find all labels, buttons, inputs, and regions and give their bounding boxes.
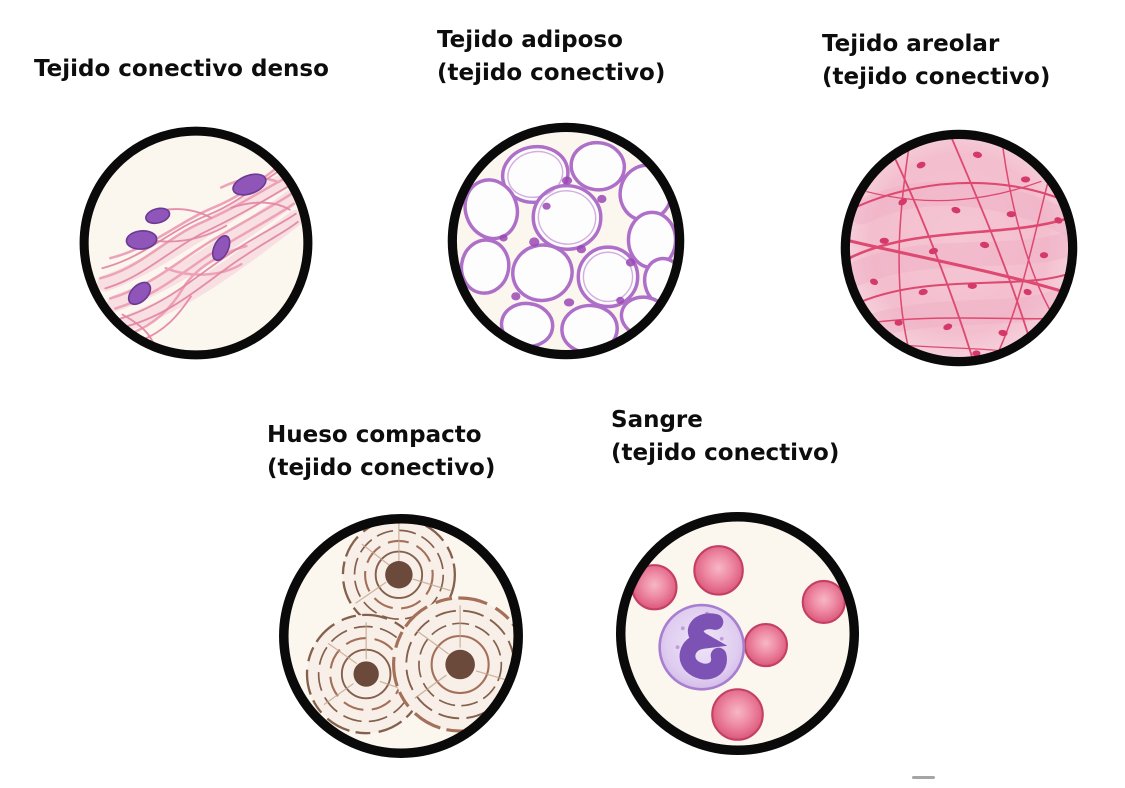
lobed-nucleus: [679, 613, 728, 680]
elastic-fibers: [845, 134, 1073, 362]
label-line-2: (tejido conectivo): [822, 64, 1051, 90]
dense-connective-illustration: [79, 126, 313, 360]
areolar-illustration: [840, 129, 1078, 367]
label-areolar: Tejido areolar (tejido conectivo): [822, 28, 1050, 94]
osteon-bottom-right: [392, 596, 519, 733]
adipose-illustration: [447, 122, 685, 360]
label-line-1: Tejido adiposo: [437, 27, 623, 53]
red-blood-cells: [631, 545, 846, 741]
micrograph-areolar: [831, 120, 1087, 376]
label-line-1: Tejido conectivo denso: [34, 56, 329, 82]
label-line-2: (tejido conectivo): [437, 60, 666, 86]
cell-junction-nuclei: [499, 176, 636, 307]
white-blood-cell: [658, 603, 746, 691]
micrograph-compact-bone: [269, 504, 533, 768]
label-line-1: Hueso compacto: [267, 422, 482, 448]
stray-mark: [912, 776, 935, 779]
label-dense-connective: Tejido conectivo denso: [34, 53, 329, 86]
label-adipose: Tejido adiposo (tejido conectivo): [437, 24, 665, 90]
label-blood: Sangre (tejido conectivo): [611, 404, 839, 470]
blood-illustration: [615, 511, 860, 756]
label-line-2: (tejido conectivo): [611, 440, 840, 466]
label-line-1: Sangre: [611, 407, 703, 433]
label-line-2: (tejido conectivo): [267, 455, 496, 481]
osteon-top: [341, 518, 457, 632]
micrograph-dense-connective: [70, 117, 322, 369]
fibroblast-nuclei: [125, 173, 267, 306]
label-line-1: Tejido areolar: [822, 31, 1000, 57]
micrograph-adipose: [438, 113, 694, 369]
label-compact-bone: Hueso compacto (tejido conectivo): [267, 419, 495, 485]
micrograph-blood: [606, 502, 869, 765]
compact-bone-illustration: [279, 514, 523, 758]
